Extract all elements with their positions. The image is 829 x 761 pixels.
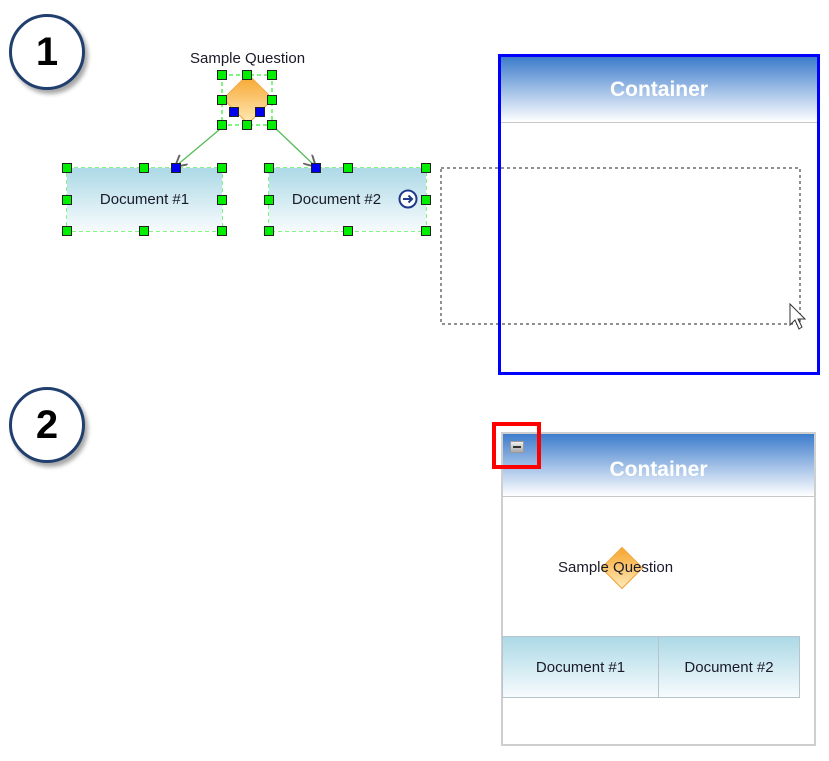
resize-handle[interactable] (217, 120, 227, 130)
resize-handle[interactable] (62, 195, 72, 205)
resize-handle[interactable] (217, 70, 227, 80)
connection-point[interactable] (255, 107, 265, 117)
connector-arrow (176, 124, 226, 166)
container-header: Container (501, 57, 817, 123)
resize-handle[interactable] (267, 70, 277, 80)
connection-point[interactable] (171, 163, 181, 173)
document-label: Document #1 (99, 191, 190, 208)
document-label: Document #2 (684, 658, 774, 676)
container-grouped[interactable]: Container (501, 432, 816, 746)
resize-handle[interactable] (343, 163, 353, 173)
connection-point[interactable] (229, 107, 239, 117)
question-label: Sample Question (558, 559, 674, 576)
resize-handle[interactable] (264, 226, 274, 236)
minus-icon (513, 446, 521, 448)
resize-handle[interactable] (242, 70, 252, 80)
container-selected[interactable]: Container (498, 54, 820, 375)
resize-handle[interactable] (217, 195, 227, 205)
resize-handle[interactable] (217, 95, 227, 105)
highlight-box (492, 422, 541, 469)
drag-outline (440, 167, 801, 325)
step-badge-2: 2 (9, 387, 85, 463)
resize-handle[interactable] (264, 195, 274, 205)
resize-handle[interactable] (217, 163, 227, 173)
document-2[interactable]: Document #2 (658, 636, 800, 698)
move-arrow-icon (398, 189, 418, 209)
resize-handle[interactable] (421, 163, 431, 173)
resize-handle[interactable] (421, 195, 431, 205)
document-1[interactable]: Document #1 (502, 636, 659, 698)
container-title: Container (609, 77, 708, 101)
step-number: 1 (35, 29, 59, 74)
resize-handle[interactable] (217, 226, 227, 236)
resize-handle[interactable] (343, 226, 353, 236)
resize-handle[interactable] (267, 120, 277, 130)
connector-arrow (271, 124, 315, 166)
document-1[interactable]: Document #1 (67, 168, 222, 231)
resize-handle[interactable] (421, 226, 431, 236)
document-label: Document #2 (291, 191, 382, 208)
resize-handle[interactable] (139, 226, 149, 236)
container-title: Container (609, 458, 708, 481)
container-header: Container (503, 434, 814, 497)
resize-handle[interactable] (264, 163, 274, 173)
resize-handle[interactable] (62, 226, 72, 236)
step-badge-1: 1 (9, 14, 85, 90)
resize-handle[interactable] (139, 163, 149, 173)
collapse-button[interactable] (510, 441, 524, 453)
connection-point[interactable] (311, 163, 321, 173)
resize-handle[interactable] (267, 95, 277, 105)
resize-handle[interactable] (242, 120, 252, 130)
step-number: 2 (35, 402, 59, 447)
mouse-cursor-icon (789, 302, 807, 330)
document-label: Document #1 (535, 658, 626, 676)
question-label: Sample Question (190, 50, 306, 67)
resize-handle[interactable] (62, 163, 72, 173)
